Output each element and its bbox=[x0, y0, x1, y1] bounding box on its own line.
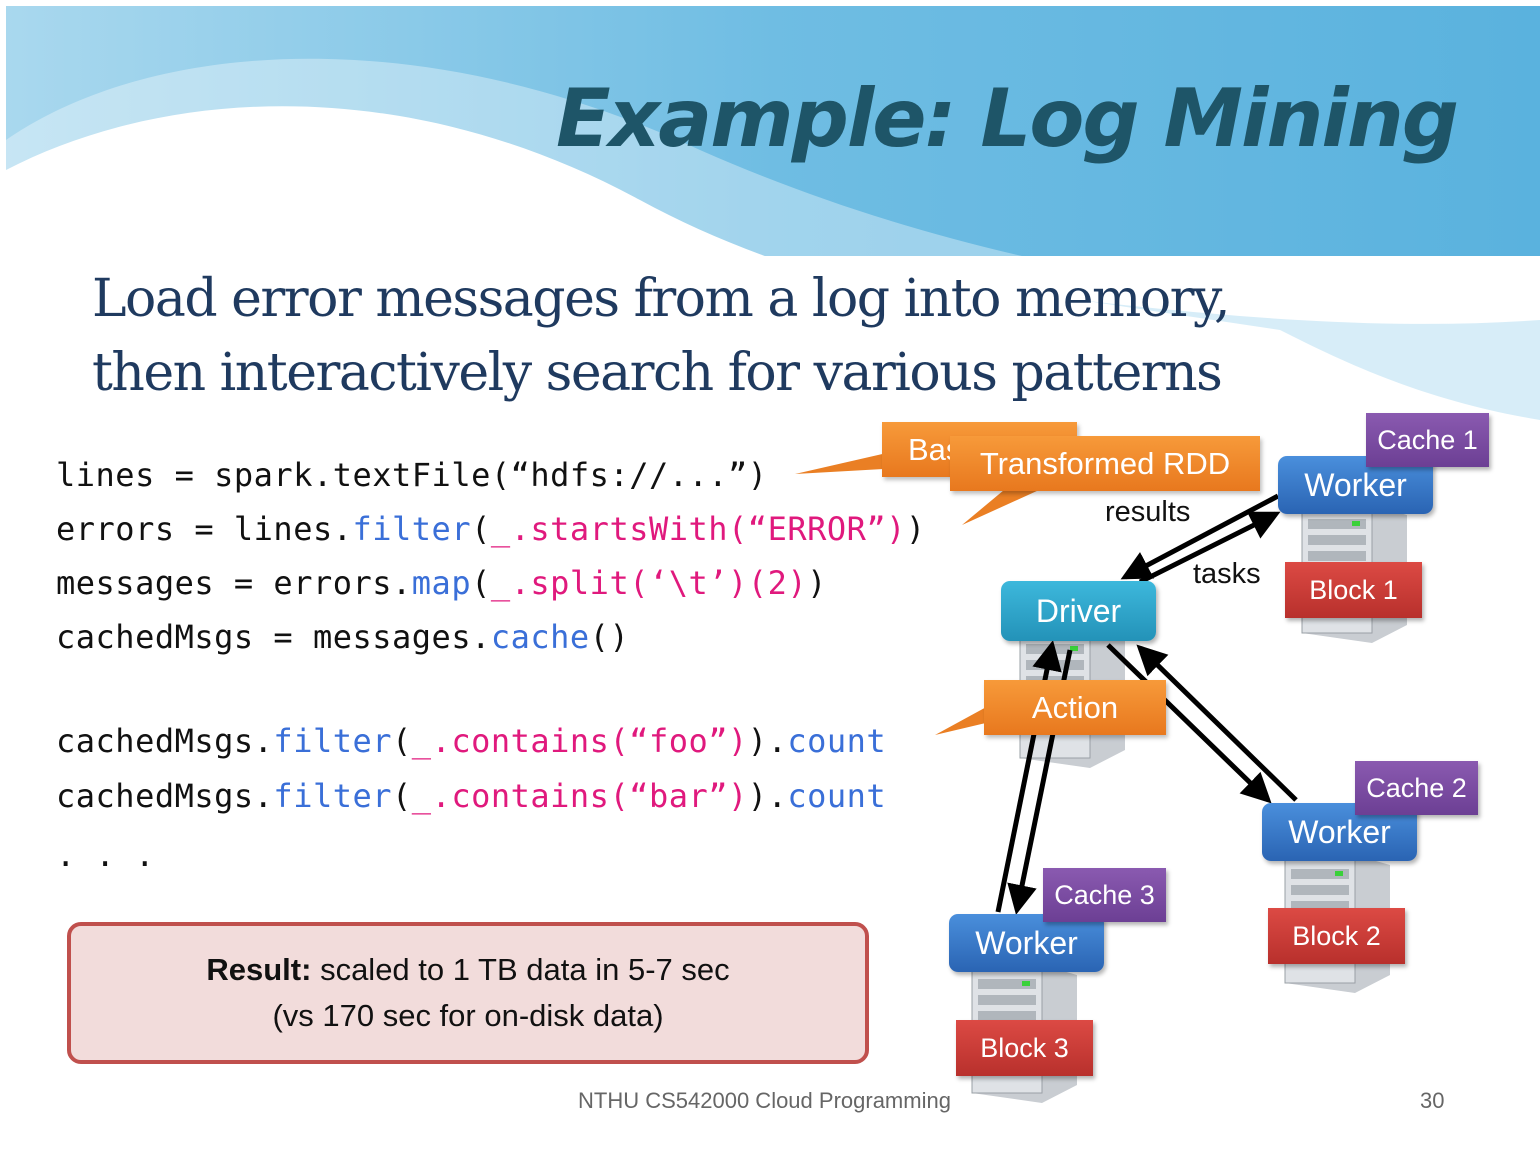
code-token-plain: cachedMsgs = messages. bbox=[56, 618, 491, 656]
base-rdd-callout-tail bbox=[795, 450, 900, 474]
code-token-plain: . . . bbox=[56, 836, 155, 874]
code-token-method: filter bbox=[352, 510, 472, 548]
code-token-plain: ). bbox=[747, 722, 788, 760]
code-token-plain: messages = errors. bbox=[56, 564, 412, 602]
code-token-plain: ( bbox=[471, 510, 491, 548]
cache-badge-1: Cache 1 bbox=[1366, 413, 1489, 467]
action-callout: Action bbox=[984, 680, 1166, 735]
code-token-arg: _.contains(“bar”) bbox=[411, 777, 748, 815]
code-token-arg: _.split(‘\t’)(2) bbox=[490, 564, 808, 602]
cache-badge-2: Cache 2 bbox=[1355, 761, 1478, 815]
code-line: cachedMsgs.filter(_.contains(“foo”)).cou… bbox=[56, 722, 886, 760]
slide-subtitle: Load error messages from a log into memo… bbox=[92, 262, 1231, 410]
code-token-method: map bbox=[411, 564, 472, 602]
worker-node-3: Worker bbox=[949, 914, 1104, 972]
code-token-plain: cachedMsgs. bbox=[56, 722, 274, 760]
transformed-rdd-callout-tail bbox=[962, 485, 1050, 525]
code-token-plain: ( bbox=[471, 564, 491, 602]
code-token-arg: _.startsWith(“ERROR”) bbox=[490, 510, 906, 548]
page-number: 30 bbox=[1420, 1088, 1445, 1113]
code-token-plain: ). bbox=[747, 777, 788, 815]
code-token-method: cache bbox=[490, 618, 590, 656]
code-token-plain: “hdfs://...”) bbox=[510, 456, 768, 494]
code-token-plain: ) bbox=[807, 564, 827, 602]
code-token-plain: () bbox=[589, 618, 630, 656]
code-line: messages = errors.map(_.split(‘\t’)(2)) bbox=[56, 564, 827, 602]
tasks-arrow-2 bbox=[1106, 643, 1272, 804]
code-line: errors = lines.filter(_.startsWith(“ERRO… bbox=[56, 510, 926, 548]
block-badge-3: Block 3 bbox=[956, 1020, 1093, 1076]
result-text: scaled to 1 TB data in 5-7 sec bbox=[311, 952, 730, 987]
results-arrow-2 bbox=[1136, 644, 1298, 802]
code-token-plain: ) bbox=[905, 510, 926, 548]
cache-badge-3: Cache 3 bbox=[1043, 868, 1166, 922]
transformed-rdd-callout-text: Transformed RDD bbox=[979, 445, 1231, 481]
slide-title: Example: Log Mining bbox=[556, 72, 1459, 165]
code-token-plain: ( bbox=[392, 722, 412, 760]
code-line: cachedMsgs.filter(_.contains(“bar”)).cou… bbox=[56, 777, 886, 815]
code-token-method: filter bbox=[273, 777, 393, 815]
code-line: cachedMsgs = messages.cache() bbox=[56, 618, 629, 656]
code-token-method: filter bbox=[273, 722, 393, 760]
results-arrow-1 bbox=[1120, 493, 1280, 580]
code-token-method: count bbox=[787, 722, 887, 760]
footer-course: NTHU CS542000 Cloud Programming bbox=[578, 1088, 951, 1113]
action-callout-text: Action bbox=[1031, 689, 1119, 725]
result-line-1: Result: scaled to 1 TB data in 5-7 sec bbox=[206, 947, 729, 993]
tasks-arrow-1 bbox=[1138, 511, 1281, 585]
code-token-plain: ( bbox=[392, 777, 412, 815]
code-token-plain: cachedMsgs. bbox=[56, 777, 274, 815]
transformed-rdd-callout: Transformed RDD bbox=[950, 436, 1260, 491]
code-token-arg: _.contains(“foo”) bbox=[411, 722, 748, 760]
block-badge-1: Block 1 bbox=[1285, 562, 1422, 618]
result-line-2: (vs 170 sec for on-disk data) bbox=[272, 998, 664, 1033]
results-label: results bbox=[1105, 496, 1191, 528]
action-callout-tail bbox=[935, 705, 990, 735]
result-label: Result: bbox=[206, 952, 312, 987]
subtitle-line: Load error messages from a log into memo… bbox=[92, 269, 1231, 329]
driver-node: Driver bbox=[1001, 581, 1156, 641]
code-token-method: count bbox=[787, 777, 887, 815]
tasks-label: tasks bbox=[1193, 558, 1261, 590]
code-token-plain: lines = spark.textFile( bbox=[56, 456, 511, 494]
block-badge-2: Block 2 bbox=[1268, 908, 1405, 964]
subtitle-line: then interactively search for various pa… bbox=[92, 343, 1223, 403]
code-line: . . . bbox=[56, 836, 155, 874]
code-line: lines = spark.textFile(“hdfs://...”) bbox=[56, 456, 768, 494]
result-box: Result: scaled to 1 TB data in 5-7 sec (… bbox=[67, 922, 869, 1064]
code-token-plain: errors = lines. bbox=[56, 510, 353, 548]
